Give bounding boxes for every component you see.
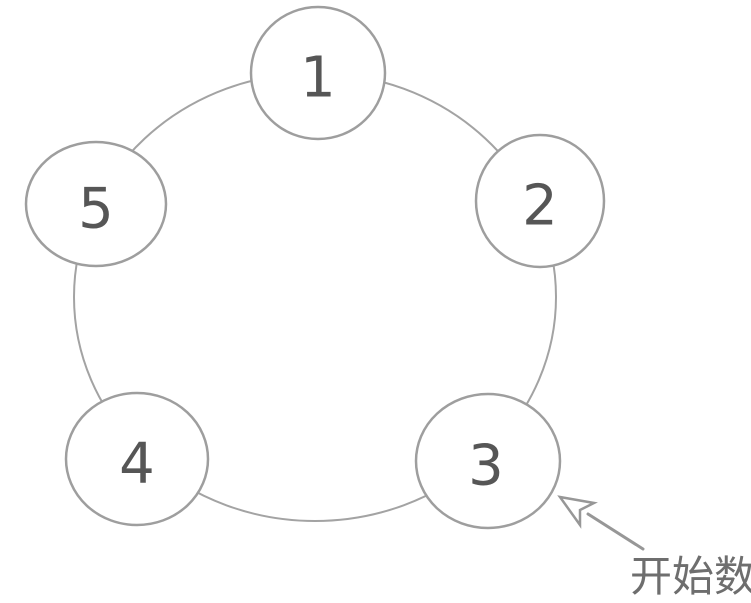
annotation-label: 开始数 bbox=[630, 552, 751, 601]
node-1-label: 1 bbox=[300, 46, 336, 111]
node-3: 3 bbox=[414, 392, 562, 530]
node-5-circle bbox=[24, 140, 168, 268]
node-3-circle bbox=[414, 392, 562, 530]
node-4-circle bbox=[64, 391, 210, 527]
start-arrow-icon bbox=[557, 495, 645, 551]
node-2: 2 bbox=[474, 133, 606, 269]
node-1: 1 bbox=[249, 5, 387, 141]
node-2-label: 2 bbox=[522, 174, 558, 239]
node-4-label: 4 bbox=[119, 432, 155, 497]
node-5-label: 5 bbox=[78, 177, 114, 242]
node-1-circle bbox=[249, 5, 387, 141]
node-4: 4 bbox=[64, 391, 210, 527]
arrow-head-icon bbox=[557, 495, 598, 529]
arrow-shaft bbox=[586, 512, 645, 551]
node-3-label: 3 bbox=[468, 434, 504, 499]
node-2-circle bbox=[474, 133, 606, 269]
node-5: 5 bbox=[24, 140, 168, 268]
